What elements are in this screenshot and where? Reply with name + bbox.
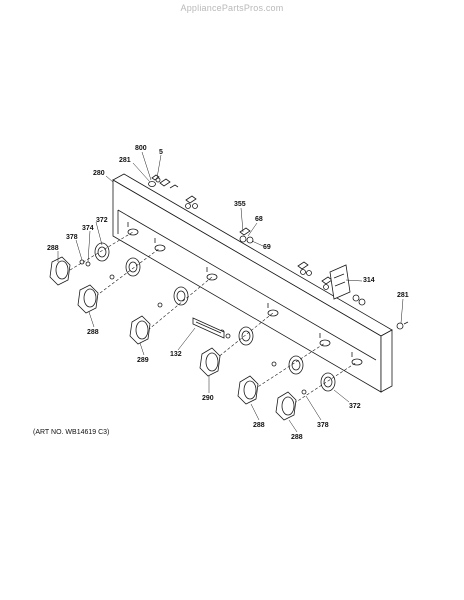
knob-290: [199, 347, 221, 377]
callout-374: 374: [82, 225, 94, 232]
callout-314: 314: [363, 277, 375, 284]
callout-288-right: 288: [291, 434, 303, 441]
callout-68: 68: [255, 216, 263, 223]
rotary-rings: [69, 231, 358, 407]
callout-5: 5: [159, 149, 163, 156]
callout-800: 800: [135, 145, 147, 152]
spacer-screws: [148, 174, 409, 330]
callout-288-second: 288: [87, 329, 99, 336]
art-number: (ART NO. WB14619 C3): [33, 429, 110, 436]
callout-372-right: 372: [349, 403, 361, 410]
control-panel: [112, 173, 393, 393]
callout-378-right: 378: [317, 422, 329, 429]
knob-288-second: [77, 284, 99, 314]
callout-288-left: 288: [47, 245, 59, 252]
callout-355: 355: [234, 201, 246, 208]
callout-labels: 800 281 5 280 355 68 69 372 374 378 288 …: [47, 145, 409, 441]
nameplate-132: [192, 317, 225, 339]
callout-280: 280: [93, 170, 105, 177]
knob-288-right: [275, 391, 297, 421]
bracket-314: [329, 264, 366, 306]
callout-378-left: 378: [66, 234, 78, 241]
callout-132: 132: [170, 351, 182, 358]
watermark: AppliancePartsPros.com: [180, 3, 284, 13]
callout-289: 289: [137, 357, 149, 364]
knob-289: [129, 315, 151, 345]
knob-288-third: [237, 375, 259, 405]
callout-288-third: 288: [253, 422, 265, 429]
callout-290: 290: [202, 395, 214, 402]
callout-281-right: 281: [397, 292, 409, 299]
knob-288-left: [49, 256, 71, 286]
top-switch-clips: [159, 178, 333, 290]
leader-lines: [57, 151, 404, 433]
callout-281-top: 281: [119, 157, 131, 164]
knobs: [49, 256, 297, 421]
callout-69: 69: [263, 244, 271, 251]
callout-372-left: 372: [96, 217, 108, 224]
